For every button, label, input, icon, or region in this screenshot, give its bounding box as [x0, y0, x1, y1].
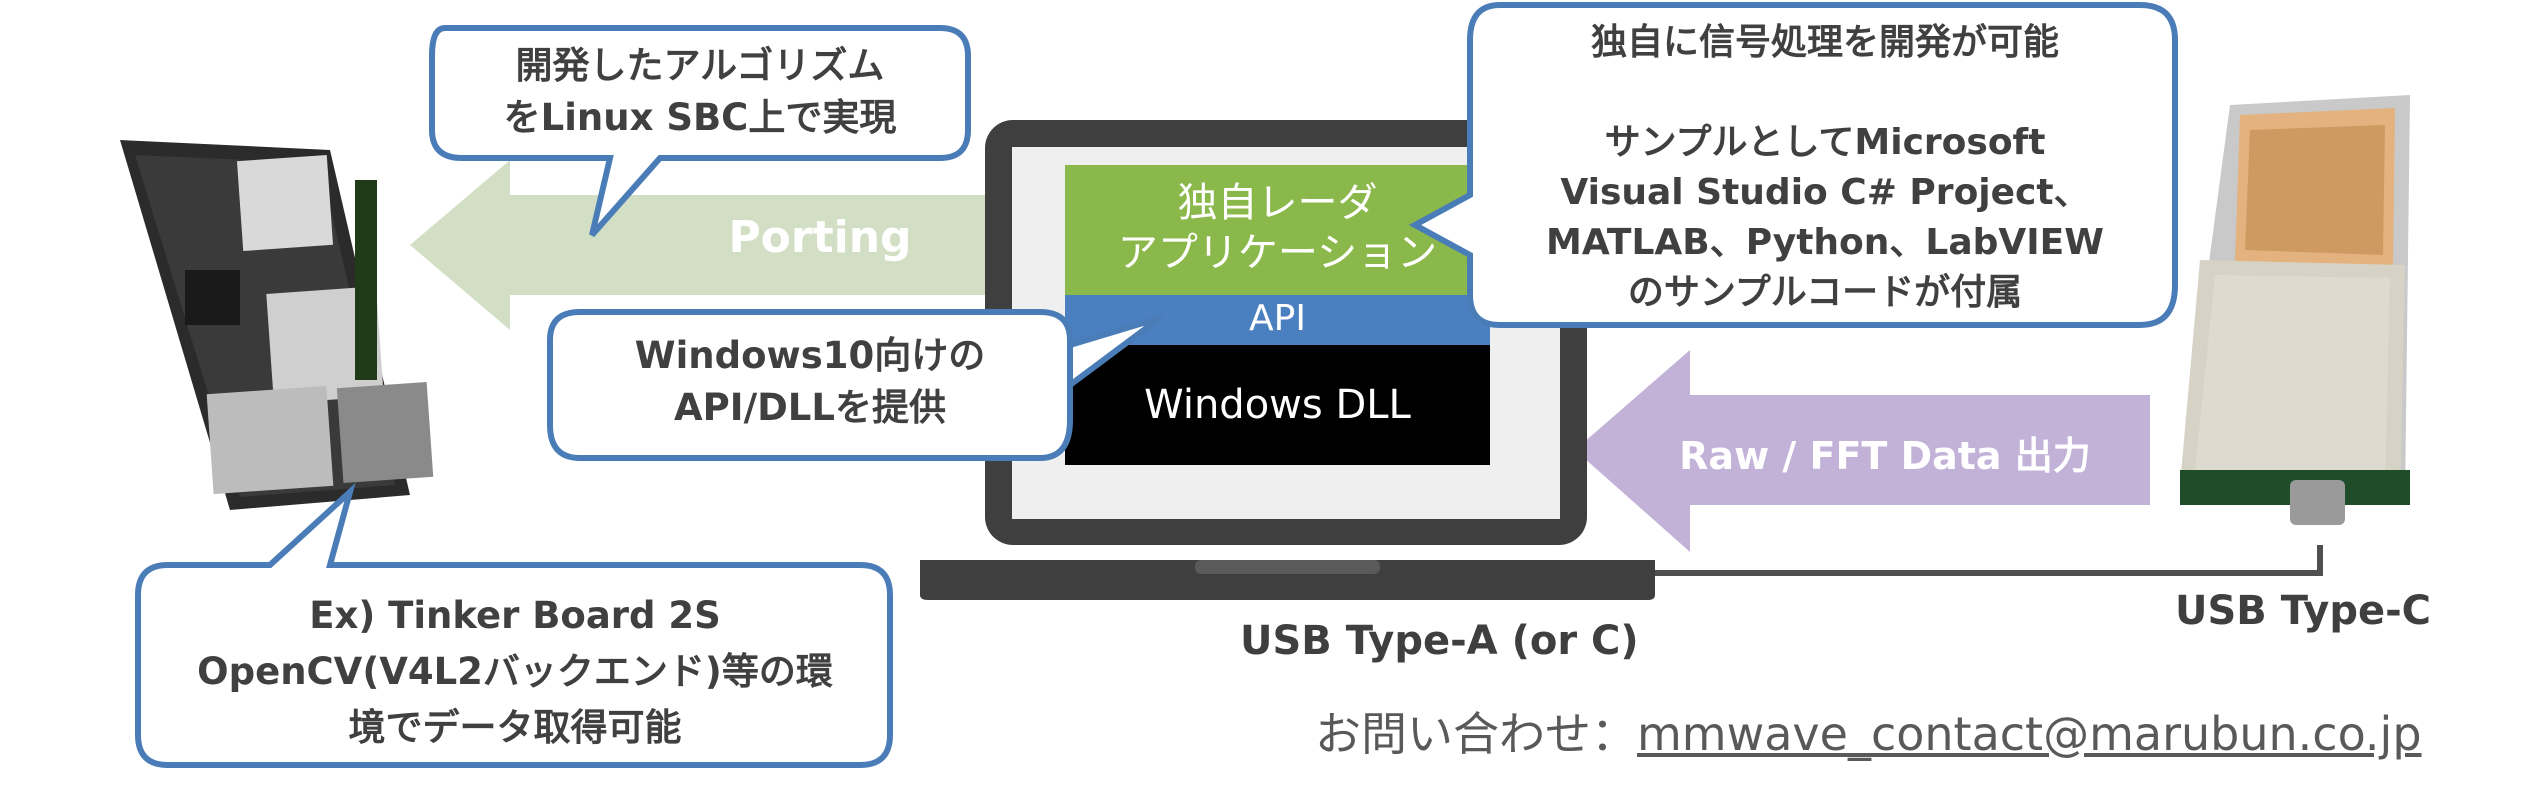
raw-fft-arrow: [1575, 350, 2150, 552]
callout-dsp-line5: MATLAB、Python、LabVIEW: [1546, 222, 2104, 263]
radar-module-icon: [2180, 95, 2410, 525]
app-label-line2: アプリケーション: [1117, 230, 1438, 276]
callout-dsp-line2: [1480, 68, 2170, 118]
callout-tinker-line3: 境でデータ取得可能: [348, 706, 682, 749]
callout-tinker-shape: [135, 482, 893, 768]
usb-type-a-label: USB Type-A (or C): [1240, 618, 1639, 664]
callout-dsp-line6: のサンプルコードが付属: [1627, 272, 2023, 313]
contact-email-link[interactable]: mmwave_contact@marubun.co.jp: [1637, 707, 2422, 761]
contact-line: お問い合わせ：mmwave_contact@marubun.co.jp: [1315, 698, 2422, 764]
dll-block: [1065, 345, 1490, 465]
raw-fft-label: Raw / FFT Data 出力: [1679, 434, 2091, 478]
callout-api-line2: API/DLLを提供: [674, 386, 946, 429]
callout-tinker-line1: Ex) Tinker Board 2S: [309, 594, 721, 637]
dll-label: Windows DLL: [1144, 382, 1411, 428]
porting-arrow: [410, 160, 1080, 330]
usb-type-c-label: USB Type-C: [2175, 588, 2432, 634]
callout-sbc-line1: 開発したアルゴリズム: [515, 44, 885, 87]
sbc-board-icon: [120, 140, 434, 510]
usb-cable: [1655, 545, 2323, 576]
callout-dsp-line4: Visual Studio C# Project、: [1560, 172, 2090, 213]
callout-dsp-text: 独自に信号処理を開発が可能 サンプルとしてMicrosoft Visual St…: [1480, 18, 2170, 318]
callout-dsp-line3: サンプルとしてMicrosoft: [1604, 122, 2046, 163]
contact-prefix: お問い合わせ：: [1315, 707, 1637, 761]
callout-api-shape: [547, 309, 1163, 461]
callout-tinker-text: Ex) Tinker Board 2S OpenCV(V4L2バックエンド)等の…: [145, 588, 885, 756]
callout-api-line1: Windows10向けの: [634, 334, 986, 377]
app-label-line1: 独自レーダ: [1177, 180, 1378, 226]
app-label: 独自レーダ アプリケーション: [1065, 178, 1490, 278]
callout-tinker-line2: OpenCV(V4L2バックエンド)等の環: [197, 650, 833, 693]
callout-sbc-shape: [429, 25, 971, 237]
callout-api-text: Windows10向けの API/DLLを提供: [555, 330, 1065, 434]
porting-label: Porting: [728, 212, 912, 263]
callout-dsp-shape: [1408, 1, 2178, 328]
api-label: API: [1249, 298, 1306, 339]
callout-sbc-text: 開発したアルゴリズム をLinux SBC上で実現: [440, 40, 960, 144]
callout-sbc-line2: をLinux SBC上で実現: [503, 96, 897, 139]
callout-dsp-line1: 独自に信号処理を開発が可能: [1590, 22, 2059, 63]
